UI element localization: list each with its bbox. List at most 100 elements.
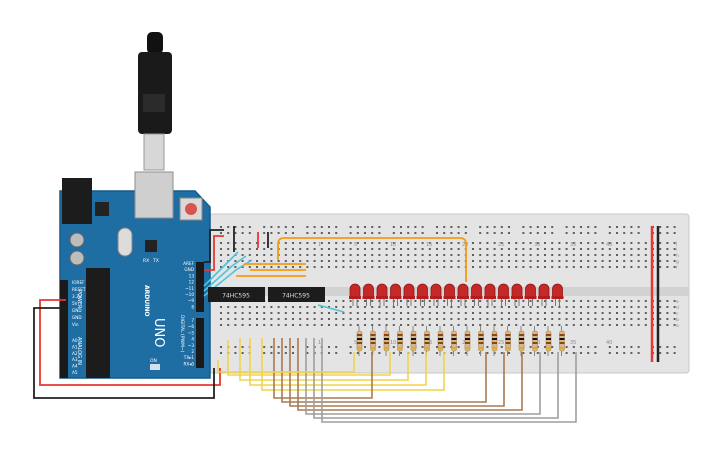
power-rail-lines [650, 226, 660, 362]
header-pin-label: ~11 [185, 286, 194, 291]
resistor [356, 326, 363, 356]
column-number: 25 [498, 242, 504, 248]
shift-register-chips: 74HC595 74HC595 [208, 287, 325, 302]
power-wires [33, 226, 269, 399]
resistor [478, 326, 484, 356]
led [430, 283, 442, 306]
header-pin-label: 12 [189, 280, 195, 285]
column-number: 35 [570, 242, 576, 248]
arduino-brand: ARDUINO [143, 285, 150, 316]
resistor [370, 326, 376, 356]
header-pin-label: 8 [191, 304, 194, 309]
chip-74hc595-1 [208, 287, 265, 302]
chip-label: 74HC595 [282, 293, 310, 300]
header-pin-label: ~9 [188, 298, 195, 303]
output-wires [217, 338, 577, 423]
led [511, 283, 523, 306]
column-number: 1 [318, 340, 321, 346]
led [497, 283, 510, 306]
led [457, 283, 469, 306]
chip-label: 74HC595 [222, 293, 250, 300]
led [416, 283, 429, 306]
chip-74hc595-2 [268, 287, 325, 302]
arduino-model: UNO [151, 318, 166, 347]
header-pin-label: AREF [183, 261, 194, 266]
resistor [491, 326, 498, 356]
power-jack [62, 178, 92, 224]
row-letter: h [676, 253, 679, 259]
header-pin-label: 2 [191, 349, 194, 354]
header-pin-label: GND [72, 315, 82, 320]
tx-label: TX [152, 258, 159, 264]
header-pin-label: IOREF [72, 280, 85, 285]
header-pin-label: 5V [72, 301, 78, 306]
row-letter: f [676, 265, 678, 271]
header-pin-label: 13 [189, 273, 195, 278]
led [484, 283, 496, 306]
header-pin-label: 4 [191, 337, 194, 342]
led [524, 283, 537, 306]
row-letter: c [676, 312, 679, 317]
led [443, 283, 456, 306]
header-pin-label: ~6 [188, 324, 195, 329]
header-pin-label: GND [72, 308, 82, 313]
header-pin-label: ~3 [188, 343, 195, 348]
led [403, 283, 415, 306]
row-letter: g [676, 260, 679, 265]
header-pin-label: A3 [72, 357, 78, 362]
digital-label: DIGITAL (PWM~) [179, 315, 185, 353]
header-pin-label: RESET [72, 287, 86, 292]
header-pin-label: A5 [72, 370, 78, 375]
column-number: 5 [354, 242, 357, 248]
resistor [397, 326, 403, 356]
header-pin-label: 7 [191, 318, 194, 323]
led [362, 283, 375, 306]
row-letter: b [676, 317, 679, 323]
column-number: 30 [534, 242, 540, 248]
row-letter: i [676, 247, 677, 253]
led [389, 283, 402, 306]
power-header-labels: IOREF RESET 3.3V 5V GND GND Vin [72, 280, 86, 327]
header-pin-label: 3.3V [72, 294, 82, 299]
column-number: 1 [318, 242, 321, 248]
header-pin-label: ~10 [185, 292, 194, 297]
resistor [545, 326, 552, 356]
header-pin-label: A4 [72, 364, 78, 369]
row-letter: a [676, 324, 679, 329]
header-pin-label: Vin [72, 322, 79, 327]
resistor [410, 326, 417, 356]
resistor [518, 326, 525, 356]
on-label: ON [150, 358, 157, 364]
usb-cable [138, 32, 172, 171]
resistor [505, 326, 511, 356]
resistor [424, 326, 430, 356]
column-number: 10 [390, 340, 396, 346]
resistor-row [356, 326, 565, 356]
led [349, 283, 361, 306]
signal-wires-orange [236, 237, 467, 282]
rx-label: RX [143, 258, 149, 264]
led [470, 283, 483, 306]
header-pin-label: A1 [72, 344, 78, 349]
resistor [532, 326, 538, 356]
resistor [464, 326, 471, 356]
power-label: POWER [76, 290, 82, 309]
resistor [437, 326, 444, 356]
column-number: 10 [390, 242, 396, 248]
resistor [559, 326, 565, 356]
column-number: 5 [354, 340, 357, 346]
led-row [349, 283, 564, 306]
row-letter: d [676, 305, 679, 311]
header-pin-label: ~5 [188, 330, 195, 335]
resistor [451, 326, 457, 356]
reset-button[interactable] [185, 203, 197, 215]
column-number: 25 [498, 340, 504, 346]
usb-port [134, 171, 174, 219]
row-letter: j [675, 241, 677, 247]
arduino-board: ARDUINO UNO POWER ANALOG IN DIGITAL (PWM… [59, 171, 211, 379]
header-pin-label: GND [184, 267, 194, 272]
